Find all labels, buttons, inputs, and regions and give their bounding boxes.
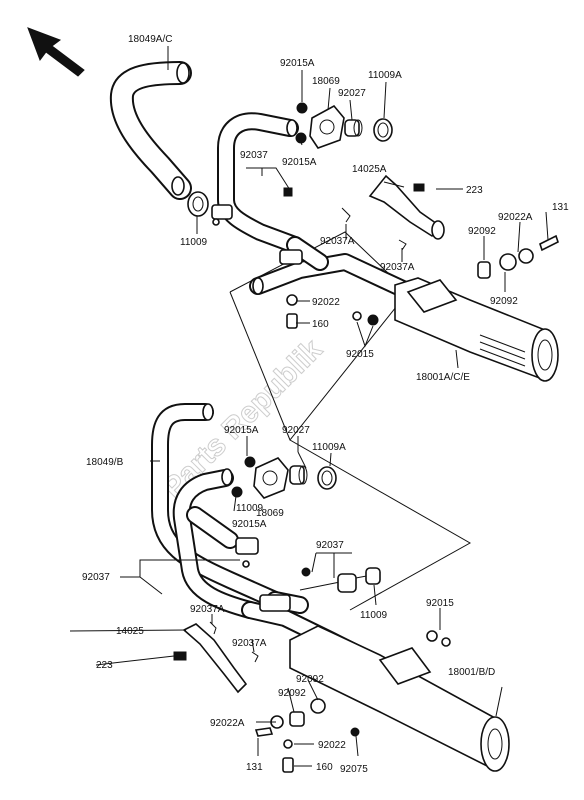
label-92037-lower-b: 92037 bbox=[82, 572, 110, 583]
label-92037-upper: 92037 bbox=[240, 150, 268, 161]
labels-lower: 92015A 92027 11009A 18049/B 11009 18069 … bbox=[82, 425, 495, 775]
hardware-stack-upper bbox=[477, 234, 559, 279]
label-92037A-lower-b: 92037A bbox=[232, 638, 267, 649]
label-92015-lower: 92015 bbox=[426, 598, 454, 609]
label-11009-lower-b: 11009 bbox=[360, 610, 388, 621]
pipe-stub-lower bbox=[186, 506, 239, 549]
gasket-11009-upper bbox=[187, 191, 209, 217]
label-92092-lower-a: 92092 bbox=[296, 674, 324, 685]
header-pipe-front bbox=[109, 61, 192, 200]
label-92015A-upper-b: 92015A bbox=[282, 157, 317, 168]
clip-92037A-upper-a bbox=[341, 207, 351, 223]
clip-92037A-upper-b bbox=[398, 239, 407, 251]
label-92015A-lower-b: 92015A bbox=[232, 519, 267, 530]
label-92037-lower: 92037 bbox=[316, 540, 344, 551]
header-pipe-front-lower bbox=[151, 403, 284, 609]
label-92015A-upper-a: 92015A bbox=[280, 58, 315, 69]
label-131-lower: 131 bbox=[246, 762, 263, 773]
bolt-92037-upper bbox=[283, 187, 293, 197]
label-92027-lower: 92027 bbox=[282, 425, 310, 436]
label-11009A-lower: 11009A bbox=[312, 442, 346, 453]
label-92022-upper: 92022 bbox=[312, 297, 340, 308]
assembly-divider-lines bbox=[229, 231, 472, 611]
label-92092-upper-a: 92092 bbox=[468, 226, 496, 237]
label-18069-lower: 18069 bbox=[256, 508, 284, 519]
label-18049B: 18049/B bbox=[86, 457, 124, 468]
bracket-14025 bbox=[173, 621, 259, 694]
gasket-11009A-upper bbox=[373, 118, 393, 142]
collar-92027-upper bbox=[344, 119, 363, 137]
label-18069-upper: 18069 bbox=[312, 76, 340, 87]
label-92015A-lower-a: 92015A bbox=[224, 425, 259, 436]
bracket-14025A bbox=[368, 174, 445, 240]
label-92037A-upper-a: 92037A bbox=[320, 236, 355, 247]
label-92015-upper: 92015 bbox=[346, 349, 374, 360]
label-18001ACE: 18001A/C/E bbox=[416, 372, 470, 383]
label-14025: 14025 bbox=[116, 626, 144, 637]
label-92027-upper: 92027 bbox=[338, 88, 366, 99]
label-160-upper: 160 bbox=[312, 319, 329, 330]
muffler-lower bbox=[289, 625, 510, 772]
lower-assembly bbox=[151, 403, 510, 773]
flange-18069-lower bbox=[231, 456, 289, 499]
header-pipe-rear bbox=[217, 112, 304, 254]
label-92037A-upper-b: 92037A bbox=[380, 262, 415, 273]
bolt-160-upper bbox=[286, 294, 298, 329]
label-223-lower: 223 bbox=[96, 660, 113, 671]
flange-18069-upper bbox=[295, 102, 345, 149]
collar-92027-lower bbox=[289, 465, 308, 485]
label-18049AC: 18049A/C bbox=[128, 34, 172, 45]
label-92075: 92075 bbox=[340, 764, 368, 775]
label-11009-lower-a: 11009 bbox=[236, 503, 264, 514]
pipe-clamp-lower bbox=[235, 537, 259, 568]
label-92022A-upper: 92022A bbox=[498, 212, 533, 223]
front-direction-arrow-icon bbox=[27, 27, 85, 77]
label-18001BD: 18001/B/D bbox=[448, 667, 495, 678]
label-131-upper: 131 bbox=[552, 202, 569, 213]
label-11009A-upper: 11009A bbox=[368, 70, 402, 81]
pipe-clamp-upper bbox=[211, 204, 233, 226]
label-14025A: 14025A bbox=[352, 164, 387, 175]
upper-assembly bbox=[109, 61, 559, 382]
label-92022-lower: 92022 bbox=[318, 740, 346, 751]
label-160-lower: 160 bbox=[316, 762, 333, 773]
label-92092-lower-b: 92092 bbox=[278, 688, 306, 699]
collector-pipe-upper bbox=[249, 236, 414, 299]
label-92037A-lower-a: 92037A bbox=[190, 604, 225, 615]
labels-upper: 18049A/C 92015A 18069 92027 11009A 92037… bbox=[128, 34, 569, 383]
leader-lines bbox=[69, 46, 549, 767]
label-92022A-lower: 92022A bbox=[210, 718, 245, 729]
muffler-upper bbox=[352, 277, 559, 382]
header-pipe-rear-lower bbox=[172, 468, 259, 619]
label-92092-upper-b: 92092 bbox=[490, 296, 518, 307]
label-223-upper: 223 bbox=[466, 185, 483, 196]
gasket-11009A-lower bbox=[317, 466, 337, 490]
label-11009-upper: 11009 bbox=[180, 237, 208, 248]
hardware-stack-lower bbox=[254, 698, 360, 773]
